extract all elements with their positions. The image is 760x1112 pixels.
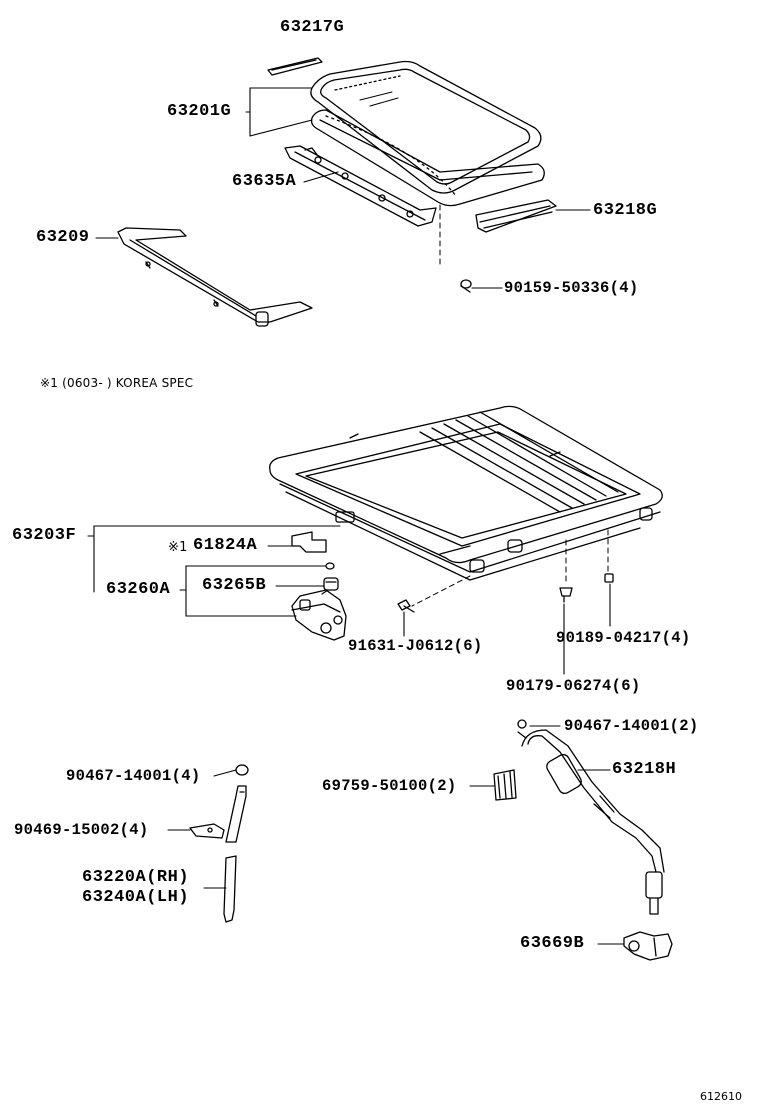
part-61824A-drawing bbox=[292, 532, 326, 552]
label-63201G[interactable]: 63201G bbox=[167, 102, 232, 121]
bolt-90179-drawing bbox=[560, 588, 572, 602]
label-90179-06274[interactable]: 90179-06274(6) bbox=[506, 677, 641, 695]
part-90467-clip-left-drawing bbox=[236, 765, 248, 775]
bolt-90189-drawing bbox=[605, 574, 613, 582]
label-61824A[interactable]: 61824A bbox=[193, 536, 258, 555]
part-63669B-drawing bbox=[624, 932, 672, 960]
label-63217G[interactable]: 63217G bbox=[280, 18, 345, 37]
label-63265B[interactable]: 63265B bbox=[202, 576, 267, 595]
label-90469-15002[interactable]: 90469-15002(4) bbox=[14, 821, 149, 839]
label-63218G[interactable]: 63218G bbox=[593, 201, 658, 220]
label-63218H[interactable]: 63218H bbox=[612, 760, 677, 779]
label-91631-J0612[interactable]: 91631-J0612(6) bbox=[348, 637, 483, 655]
part-63218G-drawing bbox=[476, 200, 556, 232]
part-63260A-motor-drawing bbox=[292, 590, 346, 640]
part-63220A-hose-drawing bbox=[224, 786, 246, 922]
part-90467-clip-right-drawing bbox=[518, 720, 526, 738]
label-90467-14001-left[interactable]: 90467-14001(4) bbox=[66, 767, 201, 785]
label-63260A[interactable]: 63260A bbox=[106, 580, 171, 599]
part-63218H-drain-hose-drawing bbox=[522, 730, 664, 914]
korea-spec-note: ※1 (0603- ) KOREA SPEC bbox=[40, 376, 194, 390]
part-63209-drawing bbox=[118, 228, 312, 326]
figure-number: 612610 bbox=[700, 1090, 742, 1103]
leader-lines bbox=[88, 88, 624, 944]
label-69759-50100[interactable]: 69759-50100(2) bbox=[322, 777, 457, 795]
label-63209[interactable]: 63209 bbox=[36, 228, 90, 247]
label-90159-50336[interactable]: 90159-50336(4) bbox=[504, 279, 639, 297]
part-69759-pad-drawing bbox=[494, 770, 516, 800]
label-63220A-RH[interactable]: 63220A(RH) bbox=[82, 868, 190, 887]
part-63217G-drawing bbox=[268, 58, 322, 75]
label-90467-14001-right[interactable]: 90467-14001(2) bbox=[564, 717, 699, 735]
bolt-91631-drawing bbox=[398, 600, 414, 612]
label-63240A-LH[interactable]: 63240A(LH) bbox=[82, 888, 190, 907]
label-63669B[interactable]: 63669B bbox=[520, 934, 585, 953]
label-90189-04217[interactable]: 90189-04217(4) bbox=[556, 629, 691, 647]
part-63201G-glass-drawing bbox=[311, 62, 544, 206]
part-63203F-housing-drawing bbox=[270, 406, 663, 580]
korea-spec-marker: ※1 bbox=[168, 540, 188, 555]
screw-90159-drawing bbox=[461, 280, 471, 292]
part-90469-clip-drawing bbox=[190, 824, 224, 838]
label-63635A[interactable]: 63635A bbox=[232, 172, 297, 191]
part-63635A-drawing bbox=[285, 146, 436, 226]
part-63265B-gear-drawing bbox=[324, 563, 338, 590]
label-63203F[interactable]: 63203F bbox=[12, 526, 77, 545]
